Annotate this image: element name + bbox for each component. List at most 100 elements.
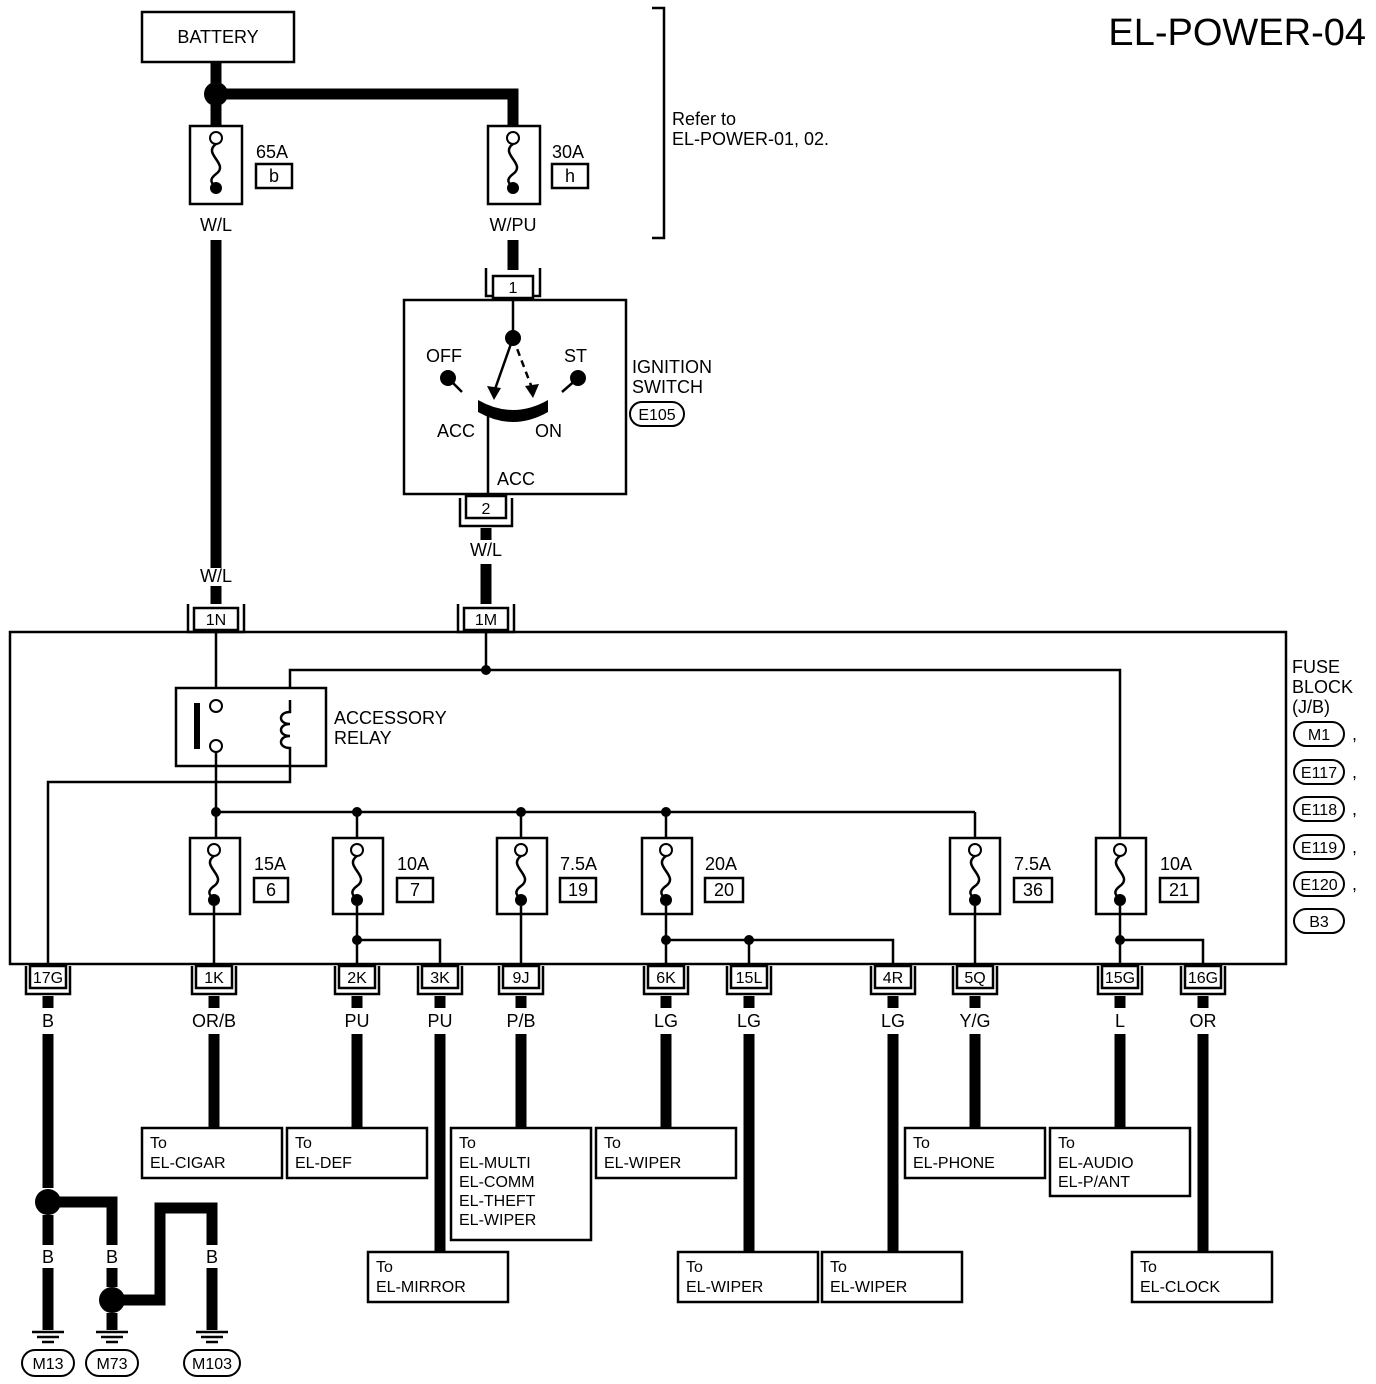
ground-wire-color-3: B <box>154 1247 166 1267</box>
dest-clock-box <box>1130 1250 1274 1304</box>
dest-cigar-box <box>140 1126 284 1180</box>
dest-phone-box <box>903 1126 1047 1180</box>
fuse-6-num: 6 <box>266 880 276 900</box>
output-terminal-frames <box>24 964 1227 996</box>
dest-phone-to: To <box>913 1135 930 1152</box>
fuse-7-num: 7 <box>410 880 420 900</box>
dest-mirror-box <box>366 1250 510 1304</box>
wire-color-b: B <box>42 1011 54 1031</box>
dest-wiper-3-line1: EL-WIPER <box>830 1279 907 1296</box>
fuse-20-amp: 20A <box>705 854 737 874</box>
bus-drops <box>214 812 668 838</box>
ign-bus-junction <box>481 665 491 675</box>
ground-wire-m103 <box>112 1202 218 1306</box>
dest-phone-line1: EL-PHONE <box>913 1155 995 1172</box>
terminal-5q: 5Q <box>964 970 985 987</box>
wire-color-yg: Y/G <box>959 1011 990 1031</box>
pos-acc: ACC <box>437 421 475 441</box>
battery-box <box>140 10 296 64</box>
input-1n-label: 1N <box>206 612 226 629</box>
dest-wiper-1-line1: EL-WIPER <box>604 1155 681 1172</box>
fusible-link-30a-id-box <box>550 162 590 190</box>
wire-color-pu-1: PU <box>344 1011 369 1031</box>
relay-coil <box>279 700 292 760</box>
dest-multi-to: To <box>459 1135 476 1152</box>
dest-wiper-2-to: To <box>686 1259 703 1276</box>
wire-color-orb: OR/B <box>192 1011 236 1031</box>
fuse-20 <box>640 836 694 916</box>
dest-wiper-3-to: To <box>830 1259 847 1276</box>
dest-wiper-1-box <box>594 1126 738 1180</box>
refer-bracket <box>652 6 666 240</box>
fusible-link-30a-amp: 30A <box>552 142 584 162</box>
ignition-connector-pill <box>629 401 685 427</box>
refer-note-line2: EL-POWER-01, 02. <box>672 129 829 149</box>
ignition-terminal-2-label: 2 <box>482 501 491 518</box>
dest-clock-to: To <box>1140 1259 1157 1276</box>
ignition-switch-box <box>402 298 628 496</box>
fuse-6-amp: 15A <box>254 854 286 874</box>
fusible-link-30a <box>486 124 542 206</box>
terminal-15l: 15L <box>736 970 763 987</box>
fuse-20-num-box <box>703 876 745 904</box>
connector-b3: B3 <box>1309 914 1329 931</box>
input-1m-label: 1M <box>475 612 497 629</box>
ground-wire-color-1: B <box>42 1247 54 1267</box>
terminal-9j: 9J <box>513 970 530 987</box>
pos-on: ON <box>535 421 562 441</box>
battery-to-30a-wire <box>216 88 519 126</box>
dest-audio-box <box>1048 1126 1192 1198</box>
relay-contact-bottom <box>209 739 223 753</box>
wire-color-l: L <box>1115 1011 1125 1031</box>
dest-wiper-3-box <box>820 1250 964 1304</box>
wire-color-lg-3: LG <box>881 1011 905 1031</box>
relay-contact-top <box>209 699 223 713</box>
ignition-blade-acc <box>492 337 515 393</box>
ignition-arrow-acc <box>487 386 501 400</box>
dest-audio-to: To <box>1058 1135 1075 1152</box>
connector-m1: M1 <box>1308 727 1330 744</box>
relay-label-line1: ACCESSORY <box>334 708 447 728</box>
ground-m103: M103 <box>192 1356 232 1373</box>
off-contact-lead <box>447 377 463 393</box>
fuse-36-num: 36 <box>1023 880 1043 900</box>
dest-mirror-line1: EL-MIRROR <box>376 1279 466 1296</box>
ignition-name-line1: IGNITION <box>632 357 712 377</box>
connector-e117: E117 <box>1301 765 1337 782</box>
dest-multi-line4: EL-WIPER <box>459 1212 536 1229</box>
wire-color-pu-2: PU <box>427 1011 452 1031</box>
ignition-name-line2: SWITCH <box>632 377 703 397</box>
wire-color-wl-mid: W/L <box>200 566 232 586</box>
connector-sep-4: , <box>1352 837 1357 857</box>
wire-color-lg-2: LG <box>737 1011 761 1031</box>
wire-color-or: OR <box>1190 1011 1217 1031</box>
fuse-19-num: 19 <box>568 880 588 900</box>
ignition-arrow-on <box>525 384 539 398</box>
fuse-21-amp: 10A <box>1160 854 1192 874</box>
st-contact-lead <box>561 377 579 393</box>
ground-m73: M73 <box>96 1356 127 1373</box>
connector-sep-1: , <box>1352 724 1357 744</box>
fuse-6-num-box <box>252 876 290 904</box>
ground-m73-pill <box>85 1349 139 1377</box>
terminal-4r: 4R <box>883 970 903 987</box>
terminal-1k: 1K <box>204 970 224 987</box>
fuse-36 <box>948 836 1002 916</box>
fuse-36-num-box <box>1012 876 1054 904</box>
wire-color-pb: P/B <box>506 1011 535 1031</box>
dest-wiper-2-line1: EL-WIPER <box>686 1279 763 1296</box>
fuse-output-wires <box>212 906 1205 966</box>
ignition-blade-on <box>511 337 534 389</box>
pos-st: ST <box>564 346 587 366</box>
fuse-7-num-box <box>395 876 435 904</box>
ground-wire-color-2: B <box>106 1247 118 1267</box>
connector-sep-5: , <box>1352 874 1357 894</box>
connector-e120: E120 <box>1300 877 1337 894</box>
wire-color-wpu: W/PU <box>490 215 537 235</box>
diagram-title: EL-POWER-04 <box>1108 12 1366 54</box>
fusible-link-65a-amp: 65A <box>256 142 288 162</box>
wire-color-lg-1: LG <box>654 1011 678 1031</box>
fuse-21-num: 21 <box>1169 880 1189 900</box>
ground-m13: M13 <box>32 1356 63 1373</box>
